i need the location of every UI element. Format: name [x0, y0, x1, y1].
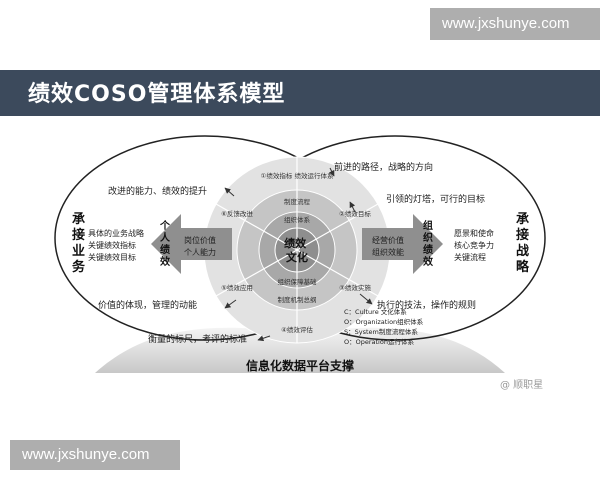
platform-base [95, 327, 505, 373]
left-arrow-item: 岗位价值 [184, 235, 216, 245]
credit-mark: @ 顺职星 [500, 380, 544, 391]
watermark-bottom: www.jxshunye.com [10, 440, 180, 470]
caption-beacon: 引领的灯塔，可行的目标 [386, 193, 485, 205]
right-arrow-item: 经营价值 [372, 235, 404, 245]
legend-item: O：Operation运行体系 [344, 337, 414, 346]
caption-measure: 衡量的标尺，考评的标准 [148, 333, 247, 345]
right-list-item: 愿景和使命 [454, 228, 494, 238]
left-list-item: 具体的业务战略 [88, 228, 144, 238]
center-label: 绩效 文化 [284, 236, 310, 264]
ring-label-4: ④绩效评估 [281, 325, 313, 334]
ring-label-6: ⑥反馈改进 [221, 209, 253, 218]
left-side-label: 承 接 业 务 [72, 212, 90, 275]
caption-execute: 执行的技法，操作的规则 [377, 299, 476, 311]
ring-label-3: ③绩效实施 [339, 283, 371, 292]
ring-label-5: ⑤绩效应用 [221, 283, 253, 292]
caption-value: 价值的体现，管理的动能 [98, 299, 197, 311]
caption-improve: 改进的能力、绩效的提升 [108, 185, 207, 197]
left-list-item: 关键绩效目标 [88, 252, 136, 262]
inner-label: 组织体系 [284, 215, 311, 224]
inner-label: 制度流程 [284, 197, 311, 206]
coso-diagram: 承 接 业 务 承 接 战 略 具体的业务战略 关键绩效指标 关键绩效目标 愿景… [54, 135, 546, 373]
legend-item: S：System制度流程体系 [344, 327, 418, 336]
inner-label: 制度机制总纲 [278, 295, 317, 304]
right-list-item: 关键流程 [454, 252, 486, 262]
left-arrow-label: 个 人 绩 效 [159, 219, 173, 268]
ring-label-1: ①绩效指标 绩效运行体系 [261, 171, 334, 180]
right-side-label: 承 接 战 略 [516, 212, 534, 275]
legend-item: O：Organization组织体系 [344, 317, 424, 326]
caption-path: 前进的路径，战略的方向 [334, 161, 433, 173]
legend-item: C：Culture 文化体系 [344, 307, 407, 316]
right-list-item: 核心竞争力 [454, 240, 494, 250]
platform-label: 信息化数据平台支撑 [246, 358, 354, 373]
left-list-item: 关键绩效指标 [88, 240, 136, 250]
left-arrow-item: 个人能力 [184, 247, 216, 257]
right-arrow [362, 214, 443, 274]
title-banner: 绩效COSO管理体系模型 [0, 70, 600, 116]
ring-label-2: ②绩效目标 [339, 209, 371, 218]
watermark-top: www.jxshunye.com [430, 8, 600, 40]
left-arrow [151, 214, 232, 274]
right-arrow-label: 组 织 绩 效 [423, 219, 436, 268]
inner-label: 组织保障基础 [278, 277, 318, 286]
right-arrow-item: 组织效能 [372, 247, 404, 257]
page-title: 绩效COSO管理体系模型 [28, 82, 286, 107]
